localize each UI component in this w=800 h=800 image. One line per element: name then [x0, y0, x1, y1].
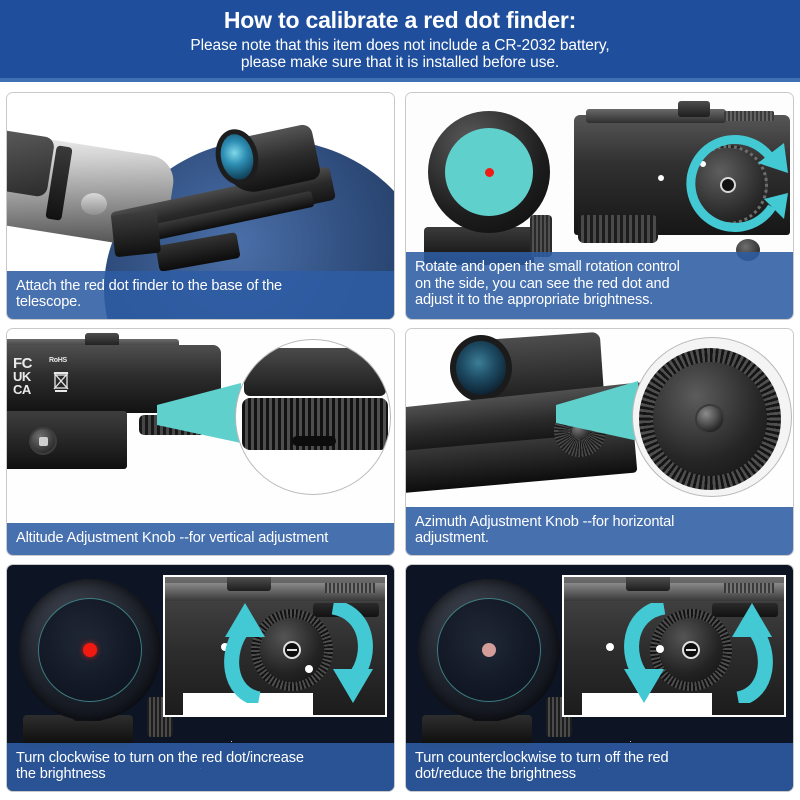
body-index-dot: [658, 175, 664, 181]
header-subtitle: Please note that this item does not incl…: [190, 37, 609, 72]
caption-line: Turn counterclockwise to turn off the re…: [415, 749, 669, 766]
dial-index-dot: [700, 161, 706, 167]
body-index-dot: [606, 643, 614, 651]
finder-top-tab: [678, 101, 710, 117]
step-panel-6: Turn counterclockwise to turn off the re…: [405, 564, 794, 792]
caption-line: Altitude Adjustment Knob --for vertical …: [16, 530, 329, 547]
rotation-arrow-icon: [686, 135, 788, 232]
dial-center-screw: [682, 641, 700, 659]
inset-knurled-edge: [724, 583, 774, 593]
brightness-dial: [251, 609, 333, 691]
step-5-photo: [7, 565, 394, 791]
step-4-caption: Azimuth Adjustment Knob --for horizontal…: [406, 506, 793, 555]
dial-center-screw: [720, 177, 736, 193]
finder-mount-block: [110, 210, 162, 258]
step-panel-2: Rotate and open the small rotation contr…: [405, 92, 794, 320]
step-2-caption: Rotate and open the small rotation contr…: [406, 252, 793, 319]
dial-face: [659, 618, 723, 682]
step-1-caption: Attach the red dot finder to the base of…: [7, 270, 394, 319]
arrow-down-counterclockwise-icon: [624, 603, 666, 703]
azimuth-knob-magnifier: [632, 337, 792, 497]
caption-line: on the side, you can see the red dot and: [415, 275, 670, 292]
caption-line: Rotate and open the small rotation contr…: [415, 259, 680, 276]
step-panel-5: Turn clockwise to turn on the red dot/in…: [6, 564, 395, 792]
arrow-up-clockwise-icon: [224, 603, 265, 703]
finder-lens-glass: [38, 598, 142, 702]
header-banner: How to calibrate a red dot finder: Pleas…: [0, 0, 800, 78]
caption-line: dot/reduce the brightness: [415, 766, 576, 783]
caption-line: Attach the red dot finder to the base of…: [16, 277, 282, 294]
step-3-caption: Altitude Adjustment Knob --for vertical …: [7, 523, 394, 555]
step-5-caption: Turn clockwise to turn on the red dot/in…: [7, 742, 394, 791]
step-3-photo: FC UK CA RoHS: [7, 329, 394, 555]
arrow-down-clockwise-icon: [331, 603, 373, 703]
caption-line: Turn clockwise to turn on the red dot/in…: [16, 749, 304, 766]
ukca-mark-label-ca: CA: [13, 381, 31, 397]
finder-lens-glass: [437, 598, 541, 702]
dial-index-dot: [656, 645, 664, 653]
altitude-knob-magnifier: [235, 339, 391, 495]
dial-face: [260, 618, 324, 682]
inset-top-tab: [626, 577, 670, 591]
brightness-dial: [650, 609, 732, 691]
step-panel-4: Azimuth Adjustment Knob --for horizontal…: [405, 328, 794, 556]
compliance-markings: FC UK CA RoHS: [13, 355, 79, 397]
magnified-knob-cap: [244, 348, 386, 396]
inset-top-tab: [227, 577, 271, 591]
header-subtitle-line-2: please make sure that it is installed be…: [240, 54, 560, 72]
finder-objective-lens: [450, 335, 512, 401]
steps-grid: Attach the red dot finder to the base of…: [6, 92, 794, 792]
red-dot-reticle: [484, 167, 494, 177]
page-title: How to calibrate a red dot finder:: [223, 7, 577, 34]
telescope-lock-knob: [81, 193, 107, 215]
inset-white-block: [582, 693, 712, 715]
caption-line: adjustment.: [415, 530, 489, 547]
callout-cone-icon: [157, 383, 241, 443]
caption-line: Azimuth Adjustment Knob --for horizontal: [415, 513, 675, 530]
finder-lens-ring: [428, 111, 550, 233]
finder-mount-base: [7, 411, 127, 469]
finder-lens-ring: [418, 579, 560, 721]
weee-bin-icon: [53, 372, 69, 392]
magnified-knob-center-post: [695, 404, 725, 434]
step-panel-3: FC UK CA RoHS: [6, 328, 395, 556]
fcc-mark-label: FC: [13, 355, 33, 372]
header-subtitle-line-1: Please note that this item does not incl…: [190, 36, 610, 54]
step-6-caption: Turn counterclockwise to turn off the re…: [406, 742, 793, 791]
rohs-mark-label: RoHS: [49, 357, 67, 364]
caption-line: adjust it to the appropriate brightness.: [415, 292, 654, 309]
finder-knurled-edge: [724, 111, 774, 121]
knob-closeup-inset: [562, 575, 786, 717]
mount-clamp-screw: [29, 427, 57, 455]
finder-lens-glass: [445, 128, 533, 216]
header-divider: [0, 78, 800, 82]
knob-closeup-inset: [163, 575, 387, 717]
side-thumb-wheel: [530, 215, 552, 257]
dial-center-screw: [283, 641, 301, 659]
inset-knurled-edge: [325, 583, 375, 593]
red-dot-reticle-bright: [83, 643, 97, 657]
finder-lens-ring: [19, 579, 161, 721]
caption-line: telescope.: [16, 294, 82, 311]
battery-cap-knob: [578, 215, 658, 243]
red-dot-reticle-dim: [482, 643, 496, 657]
inset-side-bar: [712, 603, 778, 617]
body-index-dot: [221, 643, 229, 651]
arrow-up-counterclockwise-icon: [732, 603, 773, 703]
inset-white-block: [183, 693, 313, 715]
step-panel-1: Attach the red dot finder to the base of…: [6, 92, 395, 320]
ukca-mark-label-uk: UK: [13, 369, 31, 385]
callout-cone-icon: [556, 381, 638, 441]
finder-top-tab: [85, 333, 119, 347]
caption-line: the brightness: [16, 766, 106, 783]
dial-index-dot: [305, 665, 313, 673]
magnified-knob-slot: [292, 436, 336, 446]
